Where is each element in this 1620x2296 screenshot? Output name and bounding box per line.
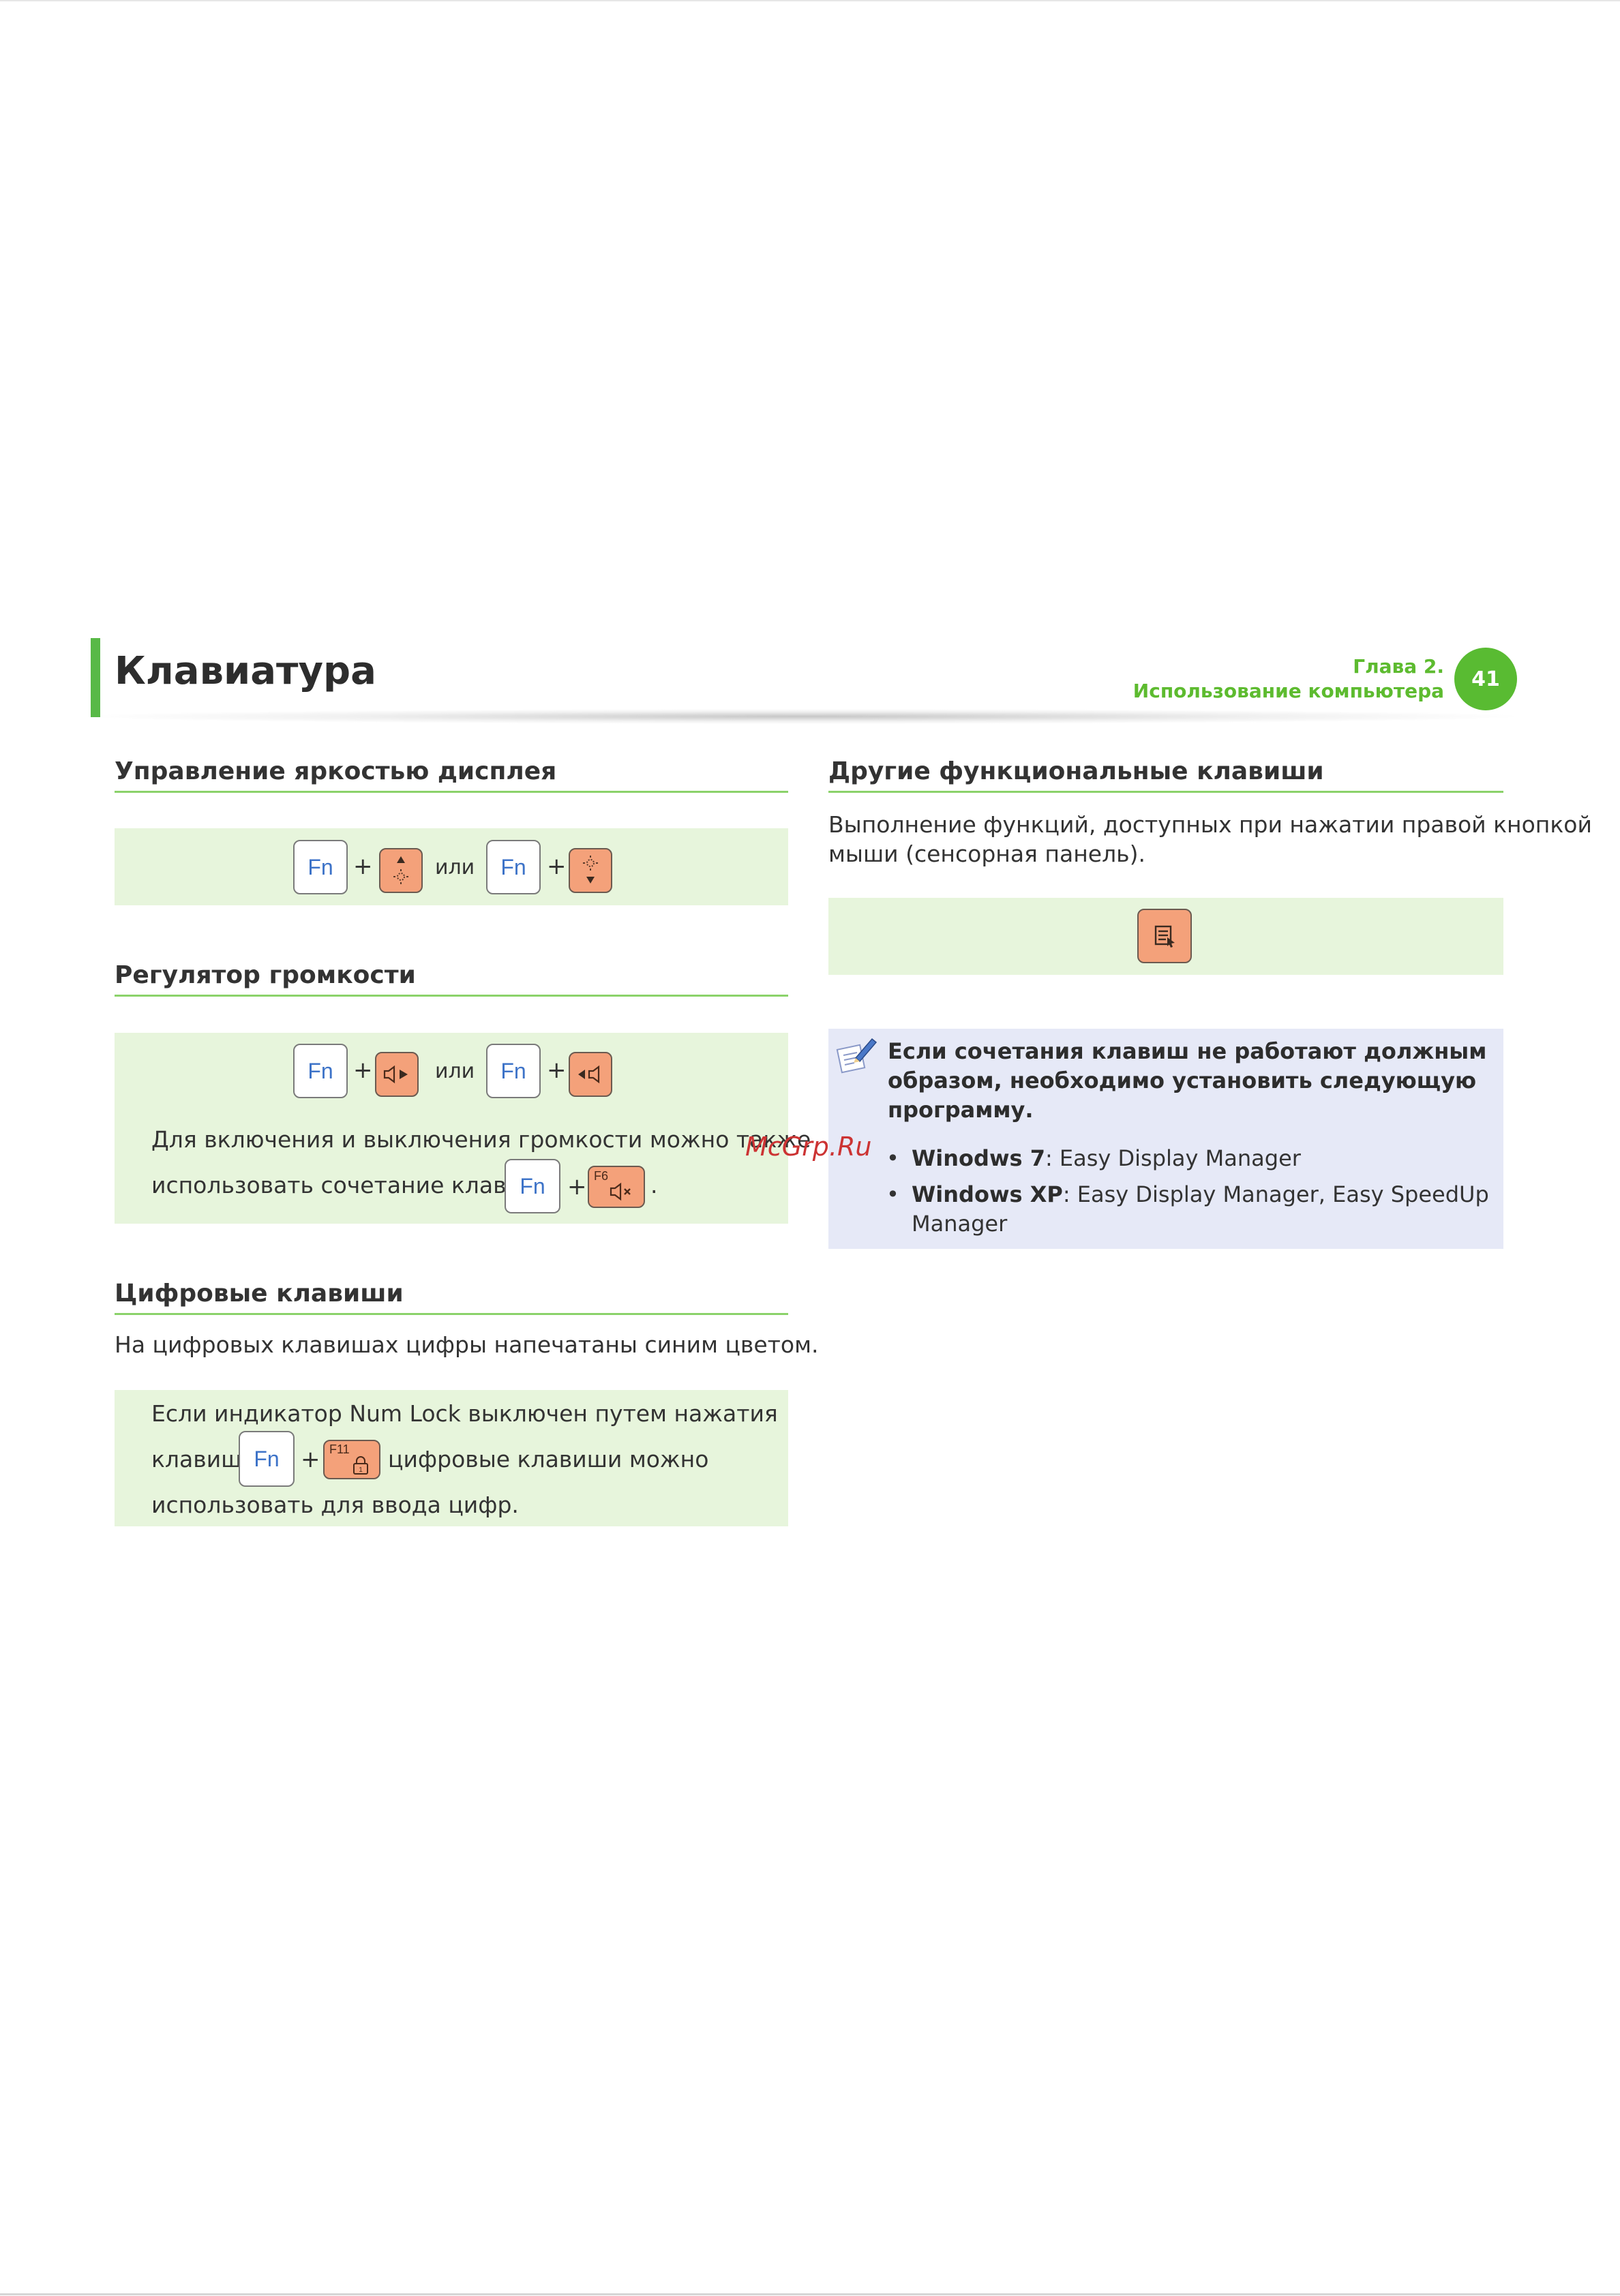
mute-key: F6 [588,1166,645,1208]
section-underline [115,995,788,997]
page-number: 41 [1454,648,1517,710]
plus-sign: + [301,1446,320,1473]
brightness-up-icon [393,856,408,884]
numeric-description: На цифровых клавишах цифры напечатаны си… [115,1331,819,1358]
numeric-text-line2a: клавиш [151,1446,242,1472]
section-heading-other-keys: Другие функциональные клавиши [828,757,1324,785]
note-item-1-text: : Easy Display Manager [1045,1145,1301,1171]
volume-key-box [115,1033,788,1224]
note-item-2-label: Windows XP [912,1181,1063,1207]
numlock-key: F11 1 [323,1440,380,1479]
brightness-down-key [569,848,612,893]
plus-sign: + [547,853,567,880]
numeric-text-line1: Если индикатор Num Lock выключен путем н… [151,1400,778,1427]
brightness-up-key [379,848,423,893]
or-label: или [435,1059,475,1083]
fn-key: Fn [486,1044,541,1098]
note-title-line1: Если сочетания клавиш не работают должны… [888,1038,1487,1064]
fn-key: Fn [239,1431,295,1487]
volume-text-line2: использовать сочетание клавиш [151,1172,542,1198]
section-heading-numeric: Цифровые клавиши [115,1280,404,1308]
note-pencil-icon [836,1038,877,1074]
plus-sign: + [567,1173,587,1200]
note-item-1-label: Winodws 7 [912,1145,1045,1171]
fn-key: Fn [293,1044,348,1098]
header-divider [95,709,1514,724]
volume-up-key [569,1052,612,1097]
mute-key-label: F6 [594,1169,609,1183]
mute-icon [610,1182,631,1201]
fn-key: Fn [293,840,348,894]
note-item-2-text: : Easy Display Manager, Easy SpeedUp [1062,1181,1489,1207]
context-menu-icon [1154,925,1175,948]
section-heading-volume: Регулятор громкости [115,961,416,989]
or-label: или [435,856,475,879]
numlock-icon: 1 [353,1456,368,1475]
plus-sign: + [547,1057,567,1084]
numlock-key-label: F11 [329,1442,350,1456]
section-underline [828,791,1503,793]
chapter-title: Использование компьютера [1132,680,1444,702]
volume-text-end: . [650,1172,658,1198]
volume-up-icon [578,1065,600,1084]
context-menu-key [1137,909,1192,963]
other-text-line2: мыши (сенсорная панель). [828,841,1145,867]
note-box [828,1029,1503,1249]
section-heading-brightness: Управление яркостью дисплея [115,757,557,785]
top-border [0,0,1620,1]
watermark: McGrp.Ru [745,1132,872,1162]
plus-sign: + [353,1057,373,1084]
brightness-down-icon [583,856,598,883]
volume-text-line1: Для включения и выключения громкости мож… [151,1126,811,1153]
volume-down-icon [383,1065,408,1084]
other-text-line1: Выполнение функций, доступных при нажати… [828,811,1592,838]
numeric-note-box [115,1390,788,1526]
numeric-text-line3: использовать для ввода цифр. [151,1492,519,1518]
title-accent-bar [91,638,100,717]
numeric-text-line2b: цифровые клавиши можно [388,1446,709,1472]
fn-key: Fn [505,1159,560,1213]
note-title-line3: программу. [888,1097,1034,1123]
fn-key: Fn [486,840,541,894]
note-title-line2: образом, необходимо установить следующую [888,1068,1477,1093]
section-underline [115,1313,788,1315]
volume-down-key [375,1052,419,1097]
note-item-2-continuation: Manager [912,1211,1008,1237]
brightness-key-box [115,828,788,905]
page-title: Клавиатура [115,649,376,693]
chapter-number: Глава 2. [1353,655,1444,678]
bottom-border [0,2293,1620,2295]
plus-sign: + [353,853,373,880]
svg-text:1: 1 [359,1466,363,1474]
section-underline [115,791,788,793]
